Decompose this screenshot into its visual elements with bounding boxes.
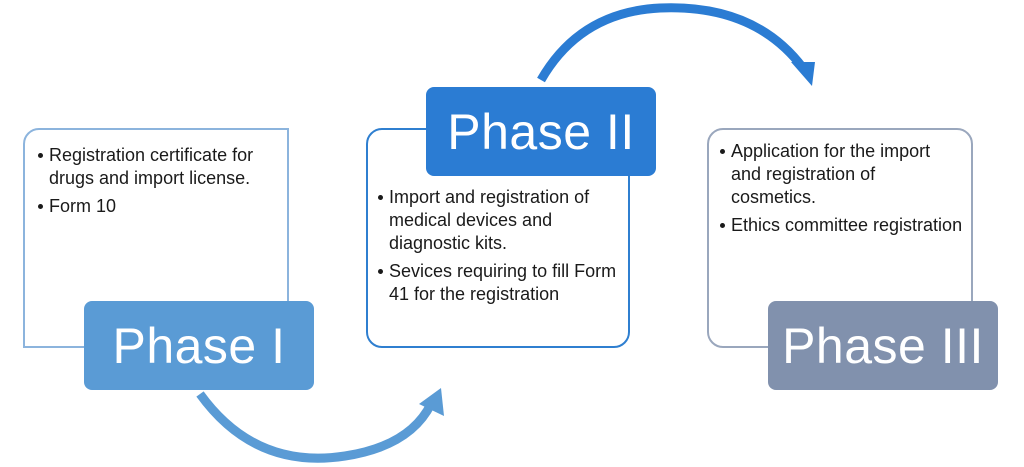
phase-3-bullet-list: Application for the import and registrat… [718,140,963,242]
phase-2-title: Phase II [447,103,635,160]
phase-3-bullet-item: Application for the import and registrat… [718,140,963,209]
phase-1-bullet-item: Registration certificate for drugs and i… [36,144,276,190]
phase-2-bullet-item: Import and registration of medical devic… [376,186,624,255]
phase-2-label-box: Phase II [426,87,656,176]
phase-2-bullet-list: Import and registration of medical devic… [376,186,624,311]
phase-1-title: Phase I [112,317,286,374]
arrow-phase2-to-phase3 [537,3,815,86]
arrow-phase1-to-phase2 [196,388,444,463]
phase-3-bullet-item: Ethics committee registration [718,214,963,237]
phase-1-bullet-item: Form 10 [36,195,276,218]
phase-1-bullet-list: Registration certificate for drugs and i… [36,144,276,223]
phase-1-label-box: Phase I [84,301,314,390]
phase-3-title: Phase III [782,317,984,374]
phase-2-bullet-item: Sevices requiring to fill Form 41 for th… [376,260,624,306]
phase-3-label-box: Phase III [768,301,998,390]
